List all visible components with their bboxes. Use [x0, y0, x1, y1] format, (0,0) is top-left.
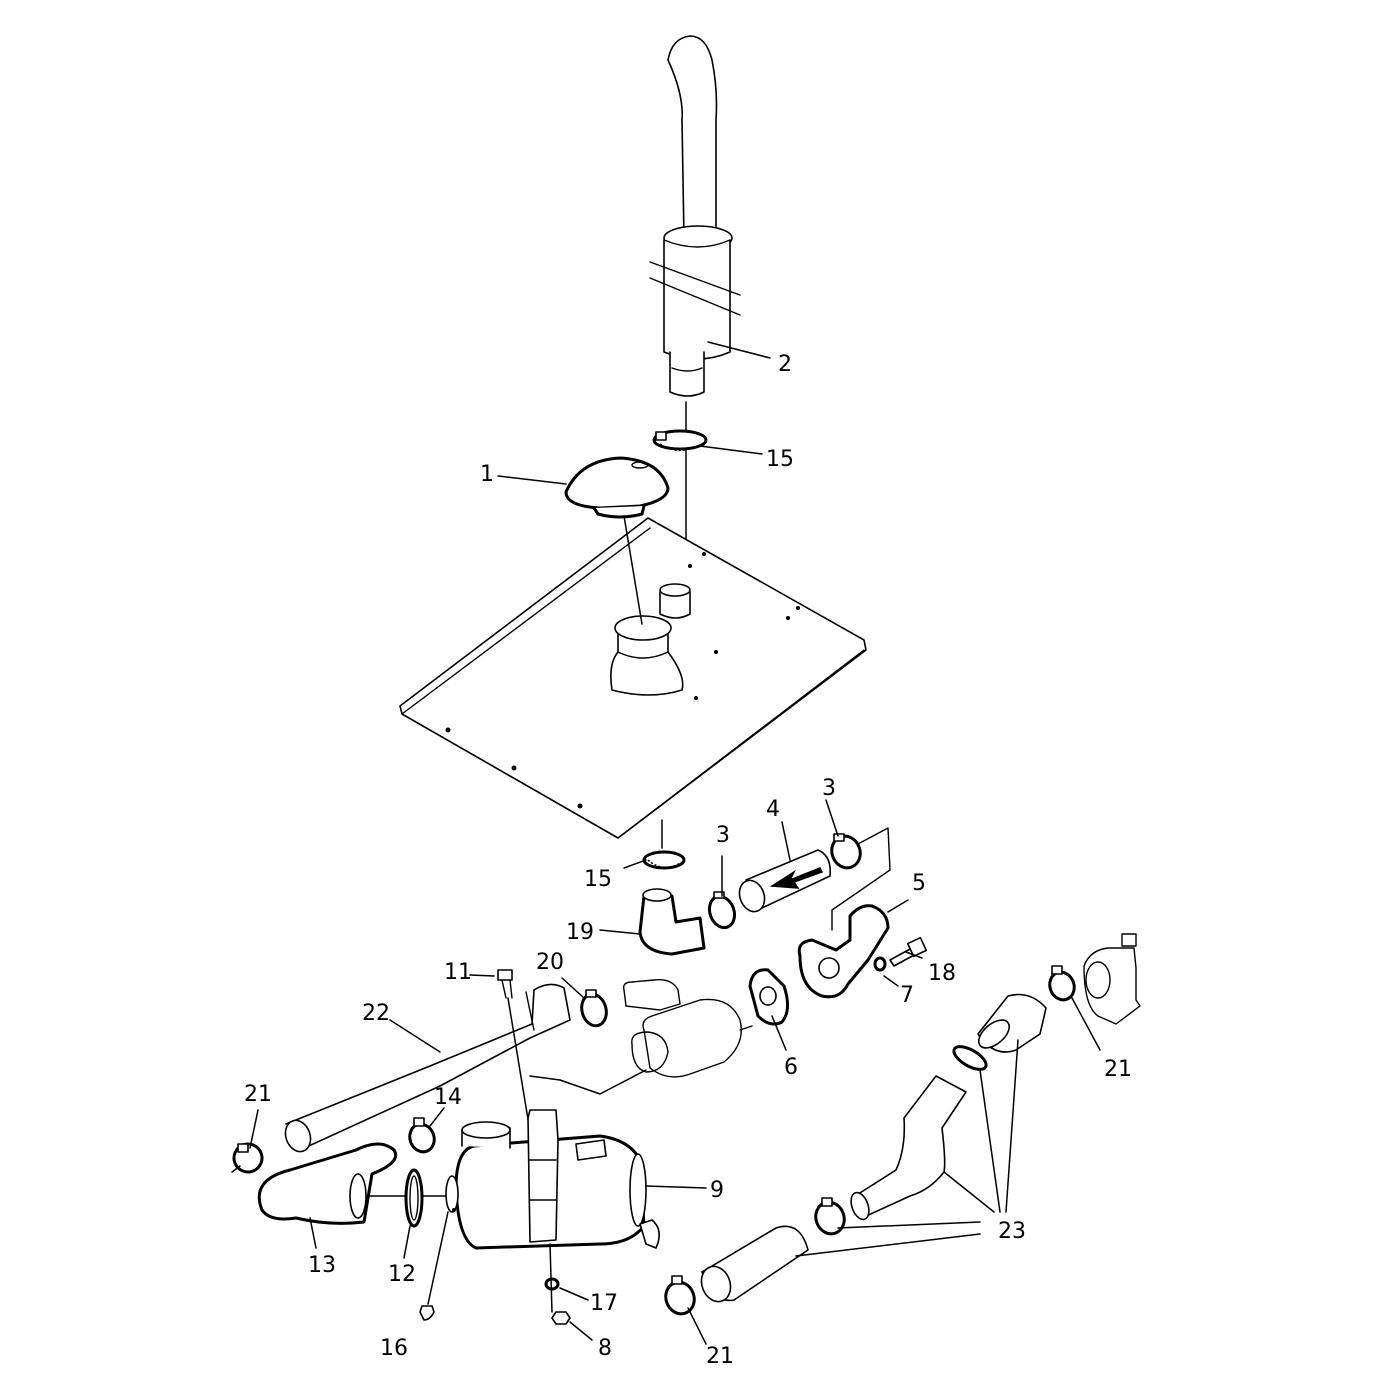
rain-cap — [564, 456, 670, 519]
callout-13: 13 — [308, 1253, 336, 1278]
exhaust-outlet-elbow — [1083, 933, 1141, 1025]
curved-hose-13 — [257, 1142, 398, 1225]
hose-clamp-21-left — [231, 1142, 264, 1174]
callout-3-right: 3 — [822, 776, 836, 801]
callout-8: 8 — [598, 1336, 612, 1361]
hose-assembly-23 — [664, 993, 1047, 1316]
gasket-6 — [748, 968, 789, 1026]
straight-hose-4 — [738, 849, 832, 913]
callout-6: 6 — [784, 1055, 798, 1080]
hose-clamp-3-left — [707, 891, 737, 930]
hose-clamp-3-right — [830, 833, 862, 870]
elbow-hose-19 — [638, 888, 706, 956]
callout-15-upper: 15 — [766, 447, 794, 472]
bracket-line-5 — [831, 827, 891, 931]
callout-15-lower: 15 — [584, 867, 612, 892]
intake-hose-22 — [284, 983, 571, 1153]
callout-14: 14 — [434, 1085, 462, 1110]
callout-11: 11 — [444, 960, 472, 985]
hose-clamp-15-lower — [642, 850, 686, 870]
callout-1: 1 — [480, 462, 494, 487]
callout-7: 7 — [900, 983, 914, 1008]
turbocharger-outline — [529, 979, 753, 1095]
callout-23: 23 — [998, 1219, 1026, 1244]
callout-21-bottom: 21 — [706, 1344, 734, 1369]
hose-clamp-20 — [580, 989, 608, 1028]
bolt-18 — [889, 936, 928, 967]
callout-9: 9 — [710, 1178, 724, 1203]
callout-16: 16 — [380, 1336, 408, 1361]
hood-panel — [399, 515, 867, 849]
hose-clamp-14 — [408, 1117, 436, 1154]
callout-17: 17 — [590, 1291, 618, 1316]
callout-2: 2 — [778, 352, 792, 377]
callout-4: 4 — [766, 797, 780, 822]
washer-7 — [873, 956, 887, 972]
callout-20: 20 — [536, 950, 564, 975]
seal-ring-12 — [365, 1168, 451, 1228]
callout-12: 12 — [388, 1262, 416, 1287]
callout-21-left: 21 — [244, 1082, 272, 1107]
leader-lines — [249, 341, 1101, 1345]
flanged-elbow-5 — [797, 904, 890, 999]
callout-22: 22 — [362, 1001, 390, 1026]
callout-3-left: 3 — [716, 823, 730, 848]
exhaust-stack — [649, 35, 741, 589]
hose-clamp-15-upper — [652, 429, 708, 452]
callout-21-right: 21 — [1104, 1057, 1132, 1082]
callout-5: 5 — [912, 871, 926, 896]
plug-16 — [419, 1305, 435, 1321]
callout-labels: 1 2 3 3 4 5 6 7 8 9 11 12 13 14 15 15 16… — [244, 352, 1132, 1369]
hose-clamp-21-right — [1048, 965, 1076, 1002]
callout-18: 18 — [928, 961, 956, 986]
callout-19: 19 — [566, 920, 594, 945]
nut-8 — [549, 1243, 571, 1325]
air-cleaner-9 — [445, 1109, 660, 1250]
